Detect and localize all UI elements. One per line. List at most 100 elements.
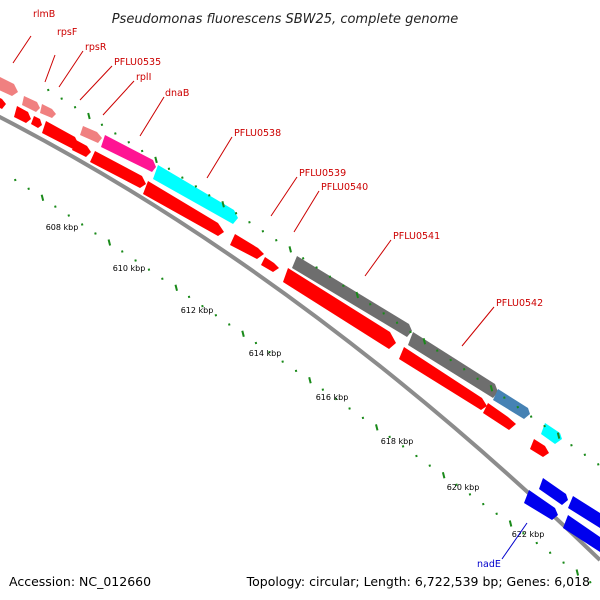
gene-arrow-rpsF[interactable] bbox=[40, 104, 56, 118]
genome-backbone bbox=[0, 114, 600, 562]
gene-label-rlmB[interactable]: rlmB bbox=[33, 9, 55, 20]
minor-tick bbox=[334, 397, 338, 401]
leader-line bbox=[206, 136, 233, 179]
minor-tick bbox=[589, 581, 592, 584]
kbp-label: 614 kbp bbox=[249, 349, 282, 358]
gene-label-dnaB[interactable]: dnaB bbox=[165, 88, 189, 99]
major-tick bbox=[355, 291, 359, 299]
leader-line bbox=[44, 54, 56, 83]
major-tick bbox=[107, 239, 112, 246]
minor-tick bbox=[208, 194, 211, 197]
minor-tick bbox=[54, 205, 57, 208]
gene-label-rplI[interactable]: rplI bbox=[136, 72, 151, 83]
minor-tick bbox=[194, 185, 198, 188]
minor-tick bbox=[529, 415, 533, 418]
minor-tick bbox=[328, 275, 332, 278]
gene-arrow[interactable] bbox=[261, 257, 279, 272]
minor-tick bbox=[543, 424, 546, 428]
gene-arrow[interactable] bbox=[14, 106, 31, 123]
gene-arrow[interactable] bbox=[90, 151, 146, 188]
gene-arrow[interactable] bbox=[0, 93, 6, 109]
reverse-strand-track bbox=[0, 93, 600, 552]
minor-tick bbox=[261, 230, 265, 233]
major-tick bbox=[154, 156, 158, 164]
gene-label-PFLU0541[interactable]: PFLU0541 bbox=[393, 231, 440, 242]
gene-arrow[interactable] bbox=[143, 181, 224, 236]
minor-tick bbox=[495, 512, 498, 516]
leader-line bbox=[139, 96, 165, 137]
leader-line bbox=[501, 522, 528, 560]
minor-tick bbox=[127, 140, 130, 144]
minor-tick bbox=[361, 416, 365, 420]
gene-arrow-PFLU0542[interactable] bbox=[408, 332, 498, 398]
gene-arrow[interactable] bbox=[493, 389, 530, 419]
leader-line bbox=[461, 306, 495, 347]
gene-label-PFLU0542[interactable]: PFLU0542 bbox=[496, 298, 543, 309]
kbp-label: 608 kbp bbox=[46, 223, 79, 232]
gene-arrow[interactable] bbox=[541, 423, 562, 444]
gene-label-PFLU0539[interactable]: PFLU0539 bbox=[299, 168, 346, 179]
gene-label-rpsR[interactable]: rpsR bbox=[85, 42, 107, 53]
kbp-label: 618 kbp bbox=[381, 437, 414, 446]
gene-arrow[interactable] bbox=[0, 72, 18, 96]
leader-line bbox=[102, 80, 135, 116]
gene-arrow[interactable] bbox=[524, 490, 558, 520]
gene-arrow[interactable] bbox=[563, 515, 600, 552]
minor-tick bbox=[535, 541, 538, 545]
minor-tick bbox=[294, 369, 298, 373]
gene-arrow-PFLU0535[interactable] bbox=[101, 135, 156, 172]
major-tick bbox=[288, 246, 292, 253]
gene-arrow-PFLU0538[interactable] bbox=[153, 165, 238, 224]
minor-tick bbox=[161, 277, 164, 280]
major-tick bbox=[40, 194, 45, 201]
minor-tick bbox=[583, 453, 587, 457]
major-tick bbox=[375, 424, 379, 431]
minor-tick bbox=[315, 266, 318, 269]
gene-arrow[interactable] bbox=[539, 478, 568, 505]
minor-tick bbox=[462, 368, 466, 371]
kbp-label: 610 kbp bbox=[113, 264, 146, 273]
gene-arrow[interactable] bbox=[568, 496, 600, 528]
gene-arrow[interactable] bbox=[530, 439, 549, 457]
leader-line bbox=[12, 35, 32, 64]
minor-tick bbox=[14, 178, 17, 182]
minor-tick bbox=[342, 284, 345, 288]
genome-summary-text: Topology: circular; Length: 6,722,539 bp… bbox=[246, 574, 590, 589]
gene-label-PFLU0535[interactable]: PFLU0535 bbox=[114, 57, 161, 68]
kbp-label: 622 kbp bbox=[512, 530, 545, 539]
gene-label-PFLU0538[interactable]: PFLU0538 bbox=[234, 128, 281, 139]
gene-arrow[interactable] bbox=[72, 140, 91, 157]
gene-label-nadE[interactable]: nadE bbox=[477, 559, 501, 570]
minor-tick bbox=[415, 454, 418, 458]
minor-tick bbox=[562, 561, 565, 564]
major-tick bbox=[556, 432, 561, 439]
gene-arrow[interactable] bbox=[31, 116, 42, 128]
major-tick bbox=[308, 377, 312, 384]
gene-arrow[interactable] bbox=[42, 121, 79, 149]
major-tick bbox=[575, 569, 580, 576]
minor-tick bbox=[455, 483, 458, 487]
minor-tick bbox=[73, 106, 77, 109]
major-tick bbox=[441, 471, 446, 479]
gene-arrow-rlmB[interactable] bbox=[22, 96, 40, 112]
major-tick bbox=[489, 384, 494, 392]
gene-arrow[interactable] bbox=[283, 268, 396, 349]
minor-tick bbox=[516, 405, 519, 409]
gene-label-rpsF[interactable]: rpsF bbox=[57, 27, 77, 38]
minor-tick bbox=[248, 220, 251, 224]
minor-tick bbox=[147, 268, 151, 271]
minor-tick bbox=[181, 176, 184, 179]
gene-label-PFLU0540[interactable]: PFLU0540 bbox=[321, 182, 368, 193]
minor-tick bbox=[268, 351, 271, 354]
gene-arrow[interactable] bbox=[399, 347, 487, 410]
kbp-label: 620 kbp bbox=[447, 483, 480, 492]
gene-arrow[interactable] bbox=[230, 234, 264, 259]
gene-arrow-rpsR[interactable] bbox=[80, 126, 102, 143]
minor-tick bbox=[436, 349, 439, 352]
minor-tick bbox=[476, 377, 479, 380]
gene-arrow-PFLU0541[interactable] bbox=[292, 256, 412, 337]
gene-arrow[interactable] bbox=[483, 403, 516, 430]
minor-tick bbox=[570, 443, 573, 447]
